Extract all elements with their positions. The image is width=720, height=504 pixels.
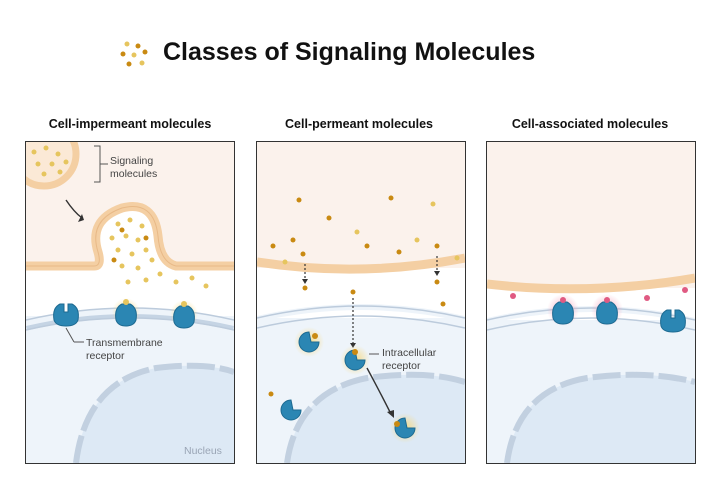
nucleus-label: Nucleus — [184, 445, 222, 457]
receptor-bound-2 — [591, 294, 623, 326]
panel-title-impermeant: Cell-impermeant molecules — [48, 117, 212, 131]
nucleus — [284, 371, 465, 463]
intracellular-receptor-unbound — [280, 399, 302, 421]
panel-title-associated: Cell-associated molecules — [511, 117, 669, 131]
nucleus — [73, 362, 234, 463]
signaling-molecules-icon — [120, 41, 148, 67]
transmembrane-receptor-bound-1 — [112, 298, 140, 327]
receptor-unbound — [660, 309, 686, 333]
transmembrane-receptor-unbound — [53, 303, 79, 327]
panel-associated — [486, 141, 696, 464]
receptor-bound-1 — [547, 294, 579, 326]
page-title: Classes of Signaling Molecules — [163, 38, 536, 66]
panel-title-permeant: Cell-permeant molecules — [285, 117, 433, 131]
intracellular-receptor-nuclear — [390, 413, 420, 443]
transmembrane-receptor-bound-2 — [170, 300, 198, 329]
intracellular-receptor-bound-2 — [340, 345, 370, 375]
nucleus — [504, 371, 695, 463]
signaling-cell-membrane — [487, 273, 695, 294]
intracellular-receptor-bound-1 — [294, 327, 324, 357]
cell-membrane-upper — [257, 253, 465, 274]
